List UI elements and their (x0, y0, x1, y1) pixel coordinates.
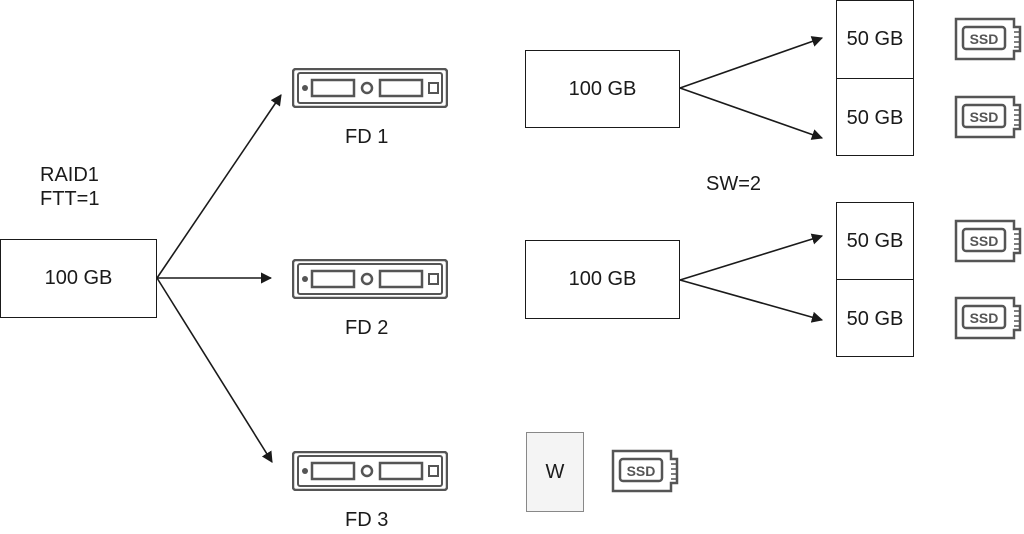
svg-text:SSD: SSD (970, 109, 999, 125)
component-label: 50 GB (846, 106, 904, 129)
replica1-box: 100 GB (525, 50, 680, 128)
arrow-replica1-comp2 (679, 87, 824, 140)
arrow-to-fd1 (156, 94, 282, 279)
replica1-label: 100 GB (568, 77, 637, 100)
component-label: 50 GB (846, 28, 904, 50)
arrow-replica1-comp1 (679, 36, 824, 89)
replica1-components: 50 GB 50 GB (836, 0, 914, 156)
component-label: 50 GB (846, 229, 904, 252)
ssd-icon: SSD (954, 95, 1024, 139)
component-box: 50 GB (837, 280, 913, 358)
arrow-replica2-comp2 (679, 279, 824, 323)
replica2-components: 50 GB 50 GB (836, 202, 914, 357)
server-icon (292, 259, 448, 299)
svg-text:SSD: SSD (970, 233, 999, 249)
server-icon (292, 451, 448, 491)
witness-label: W (545, 460, 565, 483)
server-icon (292, 68, 448, 108)
component-box: 50 GB (837, 79, 913, 157)
component-box: 50 GB (837, 203, 913, 280)
component-box: 50 GB (837, 1, 913, 79)
ssd-icon: SSD (954, 219, 1024, 263)
arrow-to-fd3 (156, 277, 273, 463)
source-object-label: 100 GB (44, 267, 113, 289)
witness-box: W (526, 432, 584, 512)
stripe-width-label: SW=2 (706, 173, 762, 195)
component-label: 50 GB (846, 307, 904, 330)
fd2-label: FD 2 (345, 317, 389, 339)
arrow-replica2-comp1 (679, 233, 824, 281)
raid-level-label: RAID1 (40, 164, 99, 186)
fd1-label: FD 1 (345, 126, 389, 148)
ssd-icon: SSD (611, 449, 681, 493)
fd3-label: FD 3 (345, 509, 389, 531)
svg-text:SSD: SSD (627, 463, 656, 479)
replica2-label: 100 GB (568, 268, 637, 290)
ssd-icon: SSD (954, 296, 1024, 340)
replica2-box: 100 GB (525, 240, 680, 319)
ftt-label: FTT=1 (40, 188, 100, 210)
svg-text:SSD: SSD (970, 310, 999, 326)
ssd-icon: SSD (954, 17, 1024, 61)
svg-text:SSD: SSD (970, 31, 999, 47)
source-object-box: 100 GB (0, 239, 157, 318)
